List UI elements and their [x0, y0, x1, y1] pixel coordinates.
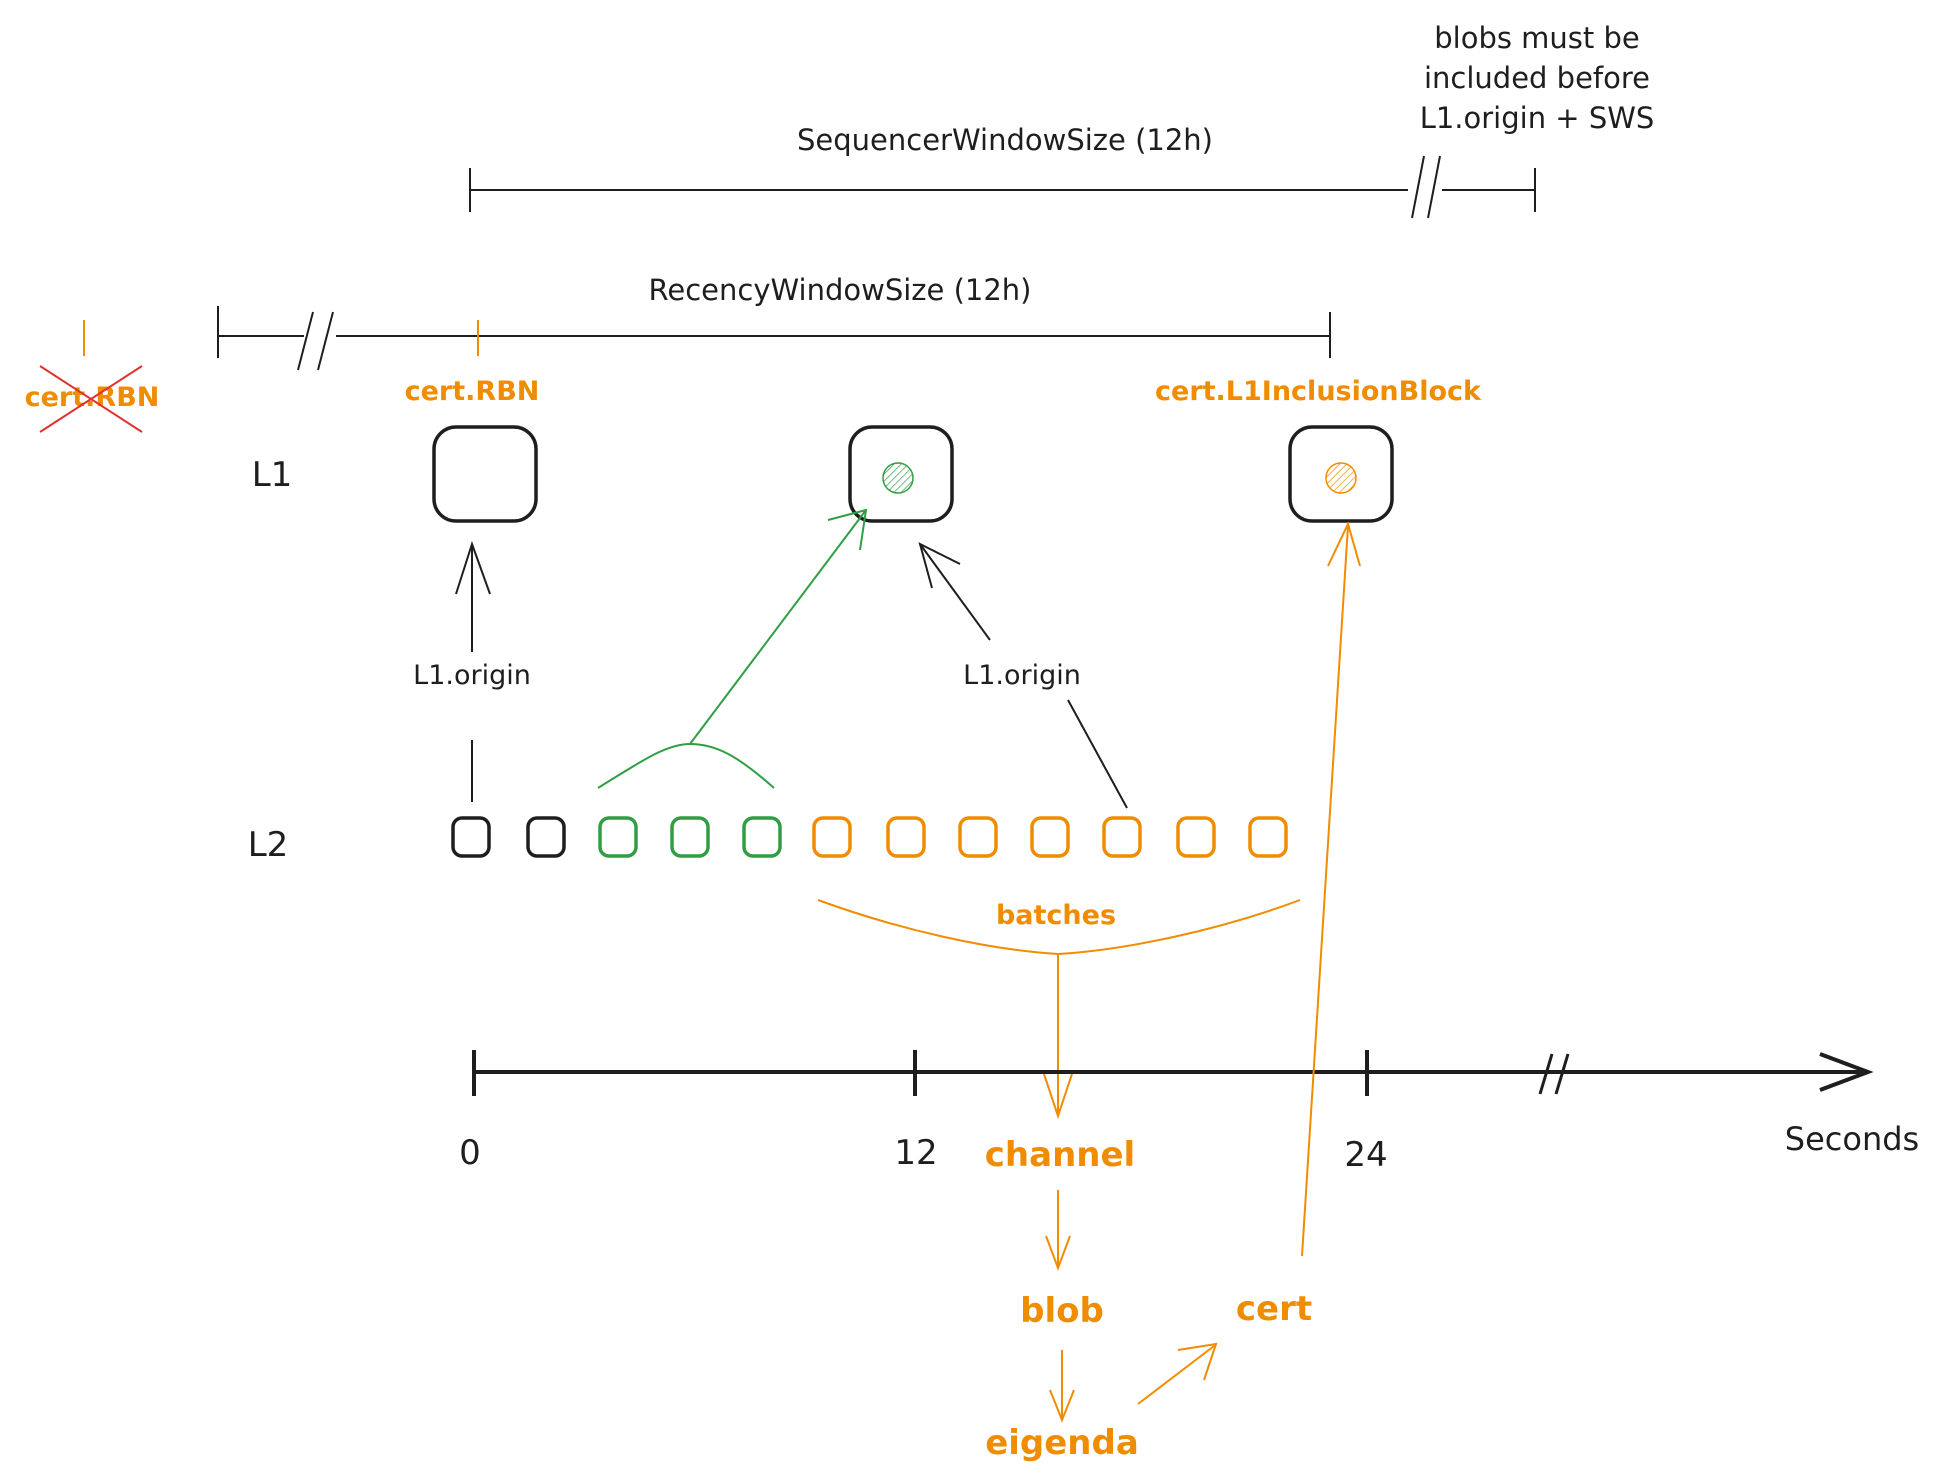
l2-block-orange [812, 816, 852, 858]
tick-label-0: 0 [459, 1133, 481, 1173]
tick-label-24: 24 [1344, 1135, 1387, 1175]
break-mark [1411, 155, 1425, 219]
eigenda-label: eigenda [985, 1423, 1139, 1463]
cert-to-l1-arrow [1301, 521, 1361, 1257]
recency-window-label: RecencyWindowSize (12h) [649, 273, 1032, 307]
l1-origin-arrow-right [918, 542, 1128, 809]
l2-row-label: L2 [248, 825, 289, 865]
batches-to-channel-arrow [1043, 954, 1073, 1120]
l2-block-orange [1030, 816, 1070, 858]
channel-to-blob-arrow [1045, 1190, 1071, 1271]
sequencer-window-range [469, 155, 1536, 219]
l2-block-black [526, 816, 566, 858]
green-data-dot [882, 462, 914, 494]
l1-block-middle [848, 425, 954, 523]
blob-label: blob [1020, 1291, 1104, 1331]
l2-block-orange [1248, 816, 1288, 858]
l2-block-green [670, 816, 710, 858]
l2-block-orange [886, 816, 926, 858]
blobs-note-line2: included before [1424, 61, 1650, 95]
green-batch-arrow [597, 508, 868, 789]
cross-line [39, 365, 143, 433]
l2-block-orange [958, 816, 998, 858]
l2-block-orange [1176, 816, 1216, 858]
axis-unit-label: Seconds [1785, 1120, 1919, 1158]
l2-block-black [451, 816, 491, 858]
l1-origin-label-left: L1.origin [413, 660, 531, 691]
l1-row-label: L1 [252, 455, 293, 495]
cert-label: cert [1236, 1289, 1312, 1329]
blobs-note-line3: L1.origin + SWS [1420, 101, 1655, 135]
tick-label-12: 12 [894, 1133, 937, 1173]
l1-block-origin [432, 425, 538, 523]
l2-block-orange [1102, 816, 1142, 858]
eigenda-to-cert-arrow [1137, 1342, 1218, 1405]
blobs-note-line1: blobs must be [1434, 21, 1640, 55]
cert-rbn-label: cert.RBN [405, 376, 540, 407]
axis-break-mark [1538, 1053, 1554, 1095]
l1-origin-arrow-left [455, 540, 491, 802]
orange-data-dot [1325, 462, 1357, 494]
cert-l1-inclusion-label: cert.L1InclusionBlock [1155, 376, 1482, 407]
l1-origin-label-right: L1.origin [963, 660, 1081, 691]
recency-window-range [217, 306, 1331, 371]
l1-block-inclusion [1288, 425, 1394, 523]
break-mark [297, 311, 314, 371]
l2-blocks [451, 816, 1288, 858]
blobs-note: blobs must be included before L1.origin … [1420, 21, 1655, 135]
batches-label: batches [996, 900, 1116, 931]
channel-label: channel [985, 1135, 1135, 1175]
crossed-cert-rbn: cert.RBN [25, 365, 159, 433]
blob-to-eigenda-arrow [1049, 1350, 1075, 1423]
sequencer-window-label: SequencerWindowSize (12h) [797, 123, 1213, 157]
time-axis [472, 1050, 1874, 1096]
l2-block-green [598, 816, 638, 858]
l2-block-green [742, 816, 782, 858]
